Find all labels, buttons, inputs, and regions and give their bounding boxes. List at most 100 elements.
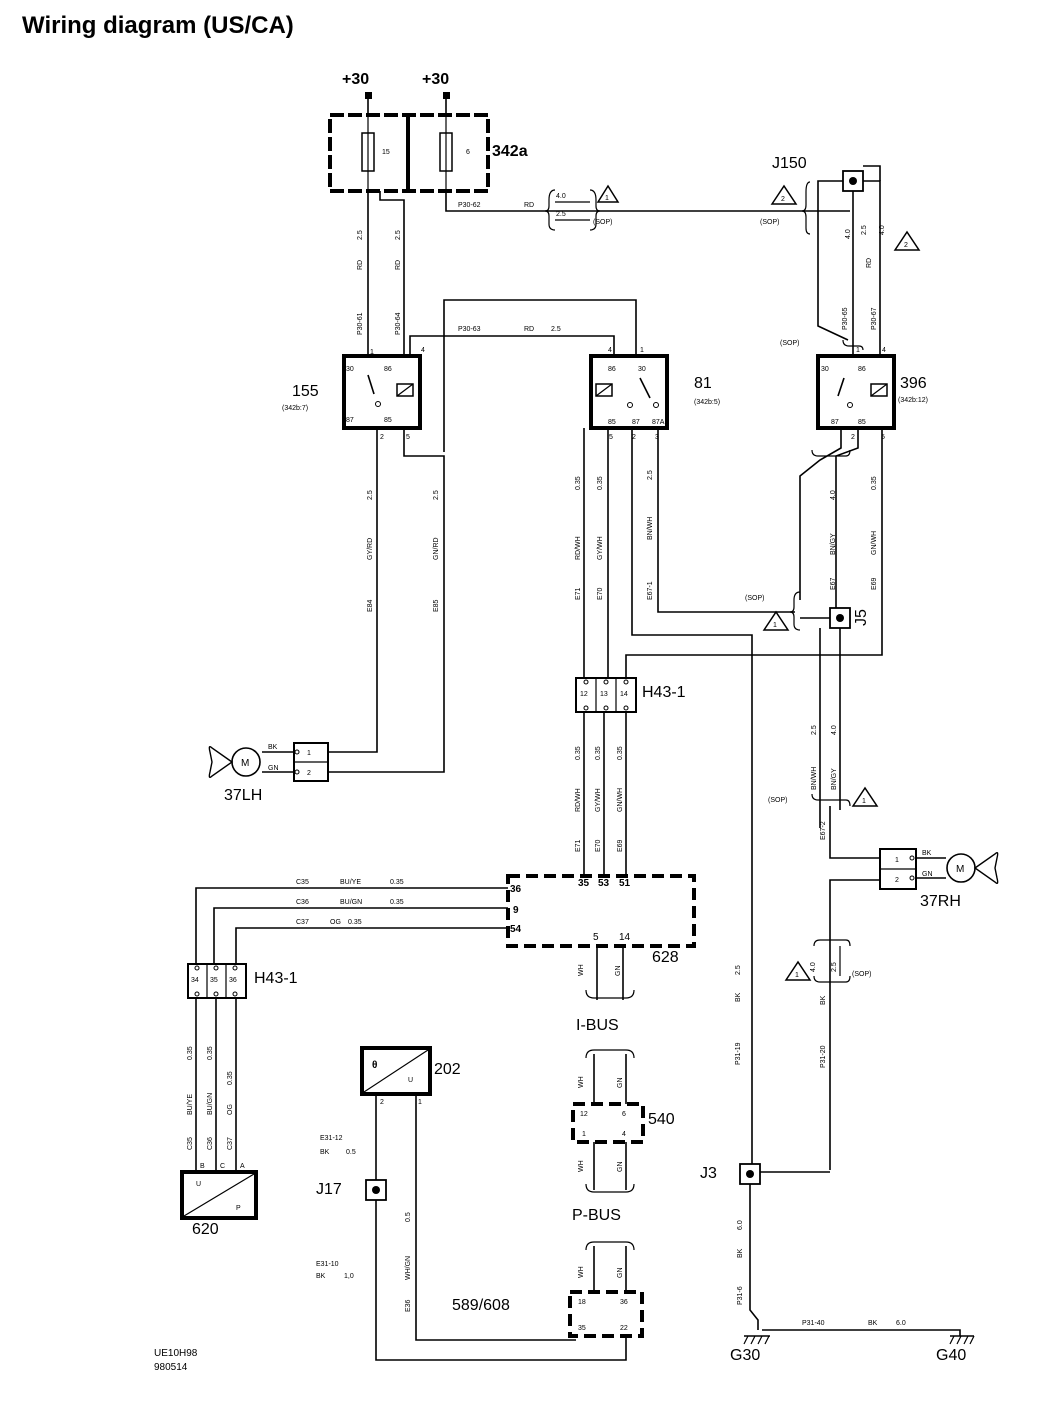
wire-p30-63: P30-63 RD 2.5 (409, 299, 637, 452)
relay-81-label: 81 (694, 375, 712, 392)
connector-h43-top: 12 13 14 H43-1 0.35 RD/WH E71 0.35 GY/WH… (575, 677, 686, 876)
pin-label: 1 (418, 1099, 422, 1106)
pin-label: 2 (632, 434, 636, 441)
p-bus: P-BUS WH GN (572, 1207, 635, 1292)
sop-label: (SOP) (760, 219, 779, 226)
relay-155: 30 86 87 85 1 4 2 5 155 (342b:7) (282, 347, 425, 441)
wire-label: P30-64 (395, 312, 402, 335)
wire-label: 2.5 (556, 211, 566, 218)
g30-label: G30 (730, 1347, 760, 1364)
pin-label: 12 (580, 1111, 588, 1118)
wire-label: BN/GY (830, 533, 837, 555)
motor-symbol: M (241, 758, 249, 769)
wire-label: BK (868, 1320, 878, 1327)
i-bus: I-BUS WH GN (576, 1017, 635, 1104)
pin-label: 1 (895, 857, 899, 864)
wire-label: GY/RD (367, 538, 374, 560)
wire-label: RD/WH (575, 536, 582, 560)
pin-label: 30 (346, 366, 354, 373)
module-620-label: 620 (192, 1221, 219, 1238)
wires-relay396: 4.0 BN/GY E67 0.35 GN/WH E69 (SOP) 1 (625, 428, 883, 678)
pin-label: A (240, 1163, 245, 1170)
relay-155-label: 155 (292, 383, 319, 400)
relay-396-label: 396 (900, 375, 927, 392)
wire-label: 6.0 (896, 1320, 906, 1327)
wire-p30-62: P30-62 RD 4.0 2.5 (SOP) 1 2 (SOP) (445, 181, 850, 235)
warning-number: 1 (605, 195, 609, 202)
wire-label: GN (922, 871, 933, 878)
wire-label: GN/WH (617, 788, 624, 812)
wires-relay81: 0.35 RD/WH E71 0.35 GY/WH E70 2.5 BN/WH … (575, 428, 795, 1165)
fuse-15-label: 15 (382, 149, 390, 156)
pin-label: 4 (882, 347, 886, 354)
warning-triangle (596, 184, 620, 203)
wire-label: 2.5 (831, 962, 838, 972)
wire-label: E70 (597, 587, 604, 600)
wire-label: BN/WH (811, 767, 818, 790)
pin-label: C (220, 1163, 225, 1170)
pin-label: 4 (608, 347, 612, 354)
module-202: θ U 202 2 1 E31-12 BK 0.5 0.5 WH/GN E36 (320, 1046, 576, 1341)
sop-label: (SOP) (852, 971, 871, 978)
motor-37lh: 1 2 BK GN M 37LH (208, 742, 329, 804)
supply-left-label: +30 (342, 71, 369, 88)
pin-label: 51 (619, 878, 631, 889)
ground-g40: G40 (936, 1335, 975, 1364)
wire-label: GN (615, 966, 622, 977)
wire-label: 0.35 (348, 919, 362, 926)
pin-label: 9 (513, 905, 519, 916)
module-symbol: P (236, 1205, 241, 1212)
pin-label: 4 (421, 347, 425, 354)
wire-label: E69 (871, 577, 878, 590)
wire-label: 2.5 (357, 230, 364, 240)
wire-label: 2.5 (367, 490, 374, 500)
fuse-6-label: 6 (466, 149, 470, 156)
wire-label: 4.0 (845, 229, 852, 239)
wire-label: E31-10 (316, 1261, 339, 1268)
pin-label: 87A (652, 419, 665, 426)
pin-label: 30 (821, 366, 829, 373)
wire-label: RD (866, 258, 873, 268)
wire-label: 4.0 (556, 193, 566, 200)
wire-label: C35 (187, 1137, 194, 1150)
pin-label: 12 (580, 691, 588, 698)
wire-label: 0.35 (597, 476, 604, 490)
relay-sub-label: (342b:5) (694, 399, 720, 406)
wire-label: P30-63 (458, 326, 481, 333)
pin-label: 2 (851, 434, 855, 441)
wire-label: E69 (617, 839, 624, 852)
wire-label: 2.5 (735, 965, 742, 975)
wire-label: 4.0 (831, 725, 838, 735)
module-628: 36 9 54 35 53 51 5 14 628 WH GN (506, 874, 696, 1000)
pin-label: 87 (346, 417, 354, 424)
warning-triangle (893, 230, 921, 251)
wire-label: 4.0 (879, 225, 886, 235)
wire-label: RD (395, 260, 402, 270)
junction-j17: J17 E31-10 BK 1,0 (316, 1179, 627, 1361)
wire-label: P31-20 (820, 1045, 827, 1068)
connector-h43-bottom: 34 35 36 H43-1 0.35 BU/YE C35 0.35 BU/GN… (187, 963, 298, 1172)
fan-icon (973, 851, 999, 885)
pin-label: 1 (370, 349, 374, 356)
wire-label: P30-61 (357, 312, 364, 335)
wires-relay155-motor-lh: 2.5 GY/RD E84 2.5 GN/RD E85 (322, 428, 445, 773)
module-540: 12 6 1 4 540 WH GN (571, 1102, 675, 1193)
j5-label: J5 (853, 609, 870, 626)
warning-triangle (762, 610, 790, 631)
ibus-label: I-BUS (576, 1017, 619, 1034)
wire-label: OG (330, 919, 341, 926)
module-620: B C A U P 620 (180, 1163, 258, 1238)
pin-label: 86 (858, 366, 866, 373)
wire-label: 0.35 (207, 1046, 214, 1060)
module-symbol: U (408, 1077, 413, 1084)
page-title: Wiring diagram (US/CA) (22, 12, 294, 39)
pin-label: 1 (582, 1131, 586, 1138)
fan-icon (208, 745, 234, 779)
wire-label: 0.35 (227, 1071, 234, 1085)
pin-label: 85 (608, 419, 616, 426)
supply-right-label: +30 (422, 71, 449, 88)
wire-label: C36 (296, 899, 309, 906)
motor-symbol: M (956, 864, 964, 875)
module-540-label: 540 (648, 1111, 675, 1128)
